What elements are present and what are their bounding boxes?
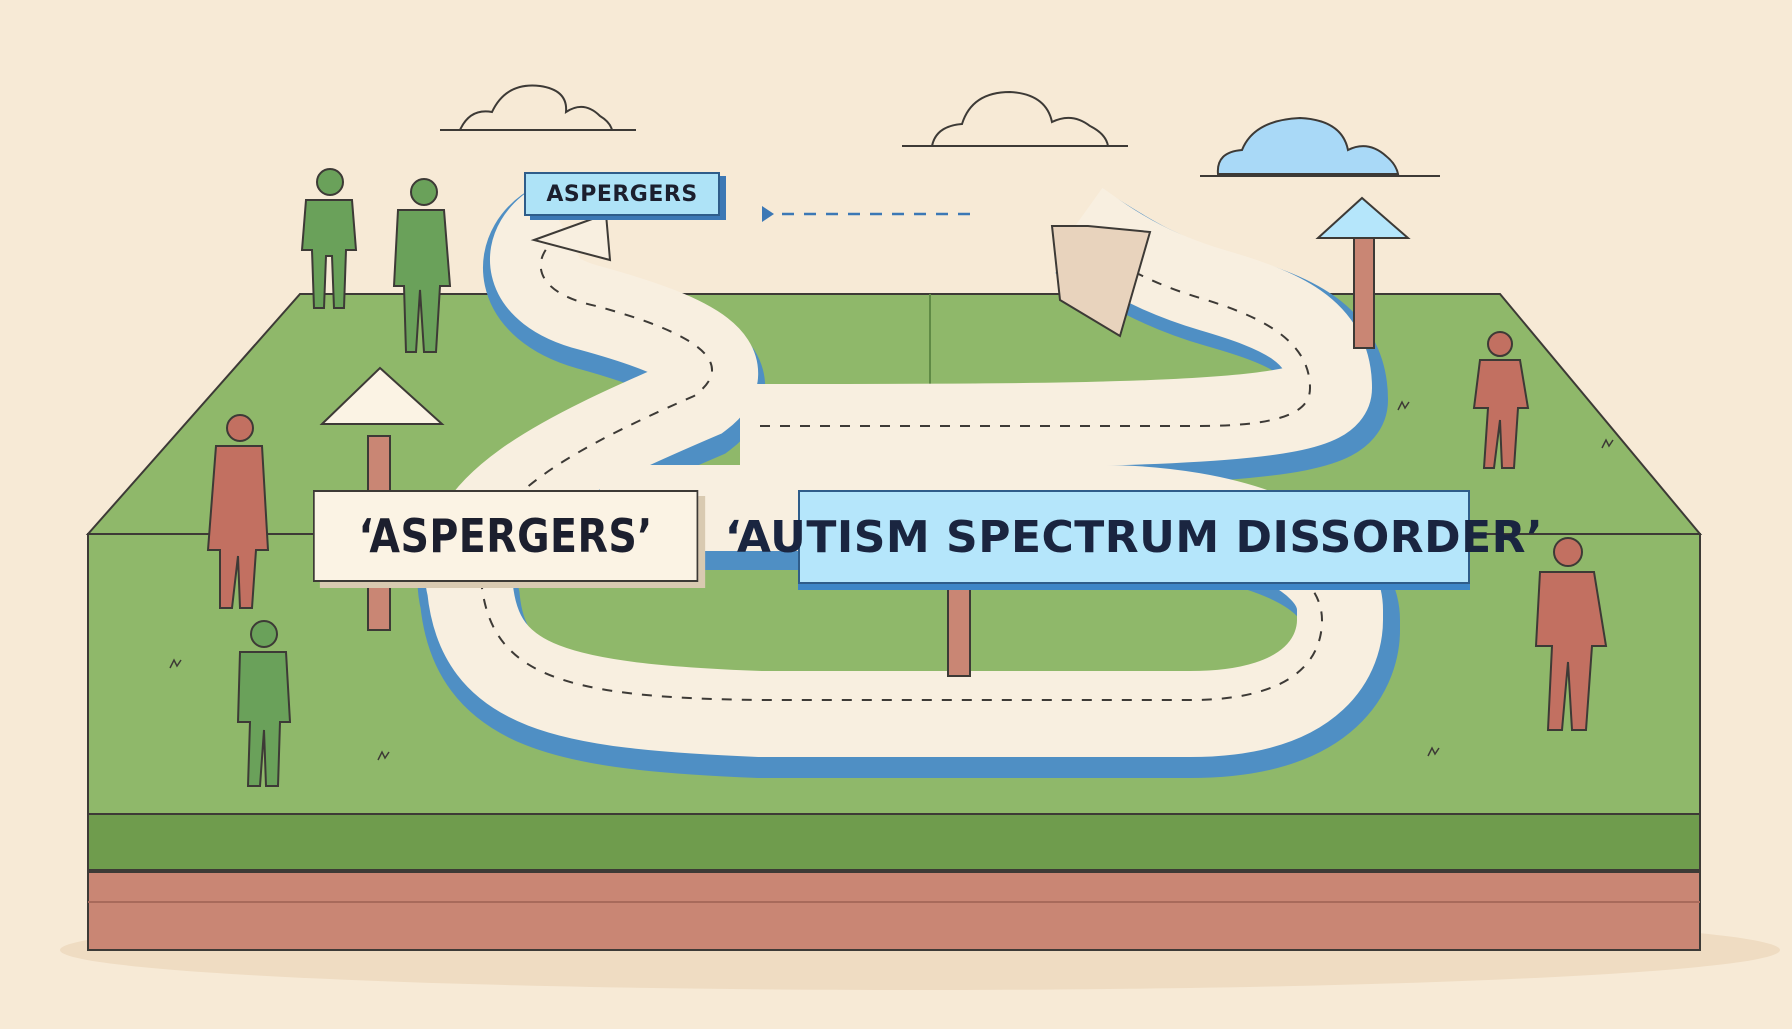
up-arrow-left-icon — [319, 366, 445, 425]
person-red-1-icon — [206, 414, 270, 609]
person-green-3-icon — [236, 620, 292, 787]
platform-grass-edge — [87, 813, 1701, 871]
cloud-middle-icon — [902, 90, 1128, 147]
person-green-2-icon — [392, 178, 452, 353]
right-sign-autism-spectrum-disorder: ‘AUTISM SPECTRUM DISSORDER’ — [725, 490, 1543, 584]
dashed-arrow-icon — [762, 206, 980, 222]
cloud-left-icon — [440, 84, 636, 131]
person-red-3-icon — [1534, 537, 1608, 731]
cloud-right-icon — [1200, 116, 1440, 177]
person-green-1-icon — [300, 168, 358, 309]
up-arrow-right-icon — [1315, 196, 1411, 239]
grass-tufts — [169, 400, 1614, 761]
right-sign-post — [947, 583, 971, 677]
left-sign-aspergers: ‘ASPERGERS’ — [313, 490, 699, 582]
platform-soil — [87, 869, 1701, 951]
top-sign-aspergers: ASPERGERS — [524, 172, 720, 216]
right-top-post — [1353, 235, 1375, 349]
person-red-2-icon — [1472, 331, 1530, 469]
